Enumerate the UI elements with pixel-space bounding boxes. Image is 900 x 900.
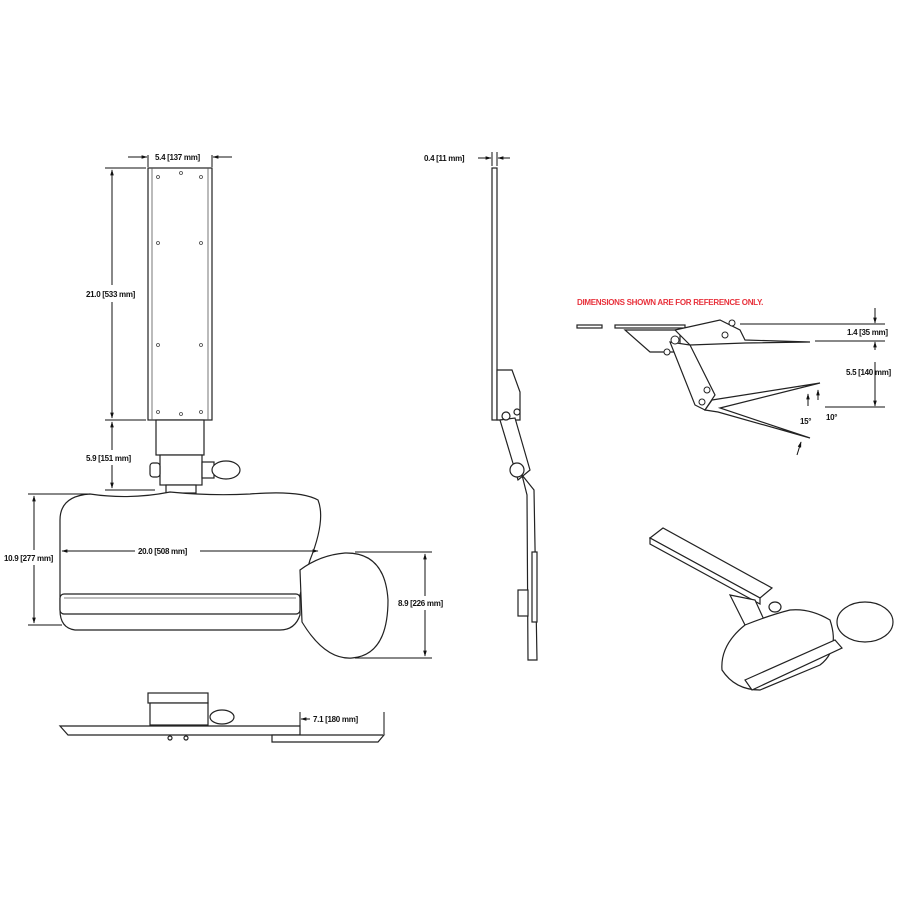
mechanism-label: 5.9 [151 mm] (86, 454, 132, 463)
width-dimension: 5.4 [137 mm] (128, 153, 232, 167)
rail-length-dimension: 21.0 [533 mm] 5.9 [151 mm] (86, 167, 155, 491)
top-height-label: 1.4 [35 mm] (847, 328, 888, 337)
isometric-view (648, 527, 894, 691)
thickness-dimension: 0.4 [11 mm] (424, 152, 510, 166)
front-view: 5.4 [137 mm] 21.0 [533 mm] 5.9 [151 mm] … (4, 153, 444, 659)
mouse-offset-dimension: 7.1 [180 mm] (299, 712, 385, 734)
side-view: 0.4 [11 mm] (424, 152, 538, 661)
width-label: 5.4 [137 mm] (155, 153, 201, 162)
tilt-up-label: 10° (826, 413, 837, 422)
tray-width-label: 20.0 [508 mm] (138, 547, 188, 556)
drop-label: 5.5 [140 mm] (846, 368, 892, 377)
mouse-pad-label: 8.9 [226 mm] (398, 599, 444, 608)
articulation-view: DIMENSIONS SHOWN ARE FOR REFERENCE ONLY.… (576, 298, 892, 456)
height-dimensions: 1.4 [35 mm] 5.5 [140 mm] 10° 15° (740, 308, 892, 456)
bottom-view: 7.1 [180 mm] (58, 692, 386, 743)
reference-note: DIMENSIONS SHOWN ARE FOR REFERENCE ONLY. (577, 298, 763, 307)
tilt-down-label: 15° (800, 417, 811, 426)
rail (147, 167, 213, 421)
mouse-pad (299, 552, 389, 659)
tray-width-dimension: 20.0 [508 mm] (61, 547, 319, 556)
mouse-offset-label: 7.1 [180 mm] (313, 715, 359, 724)
rail-length-label: 21.0 [533 mm] (86, 290, 136, 299)
mouse-pad-dimension: 8.9 [226 mm] (355, 551, 444, 659)
thickness-label: 0.4 [11 mm] (424, 154, 465, 163)
mechanism (149, 419, 241, 494)
tray-depth-dimension: 10.9 [277 mm] (4, 493, 90, 626)
keyboard-tray (59, 491, 322, 631)
tray-depth-label: 10.9 [277 mm] (4, 554, 54, 563)
